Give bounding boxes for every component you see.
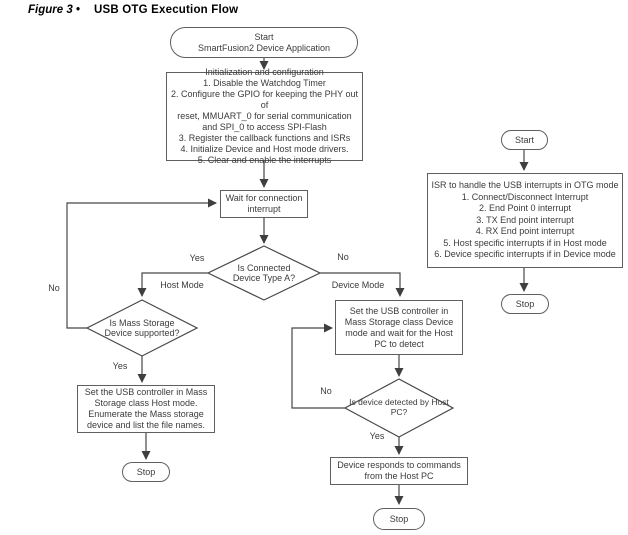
- init-process-box: Initialization and configuration 1. Disa…: [166, 67, 363, 165]
- stop-terminator-device: Stop: [373, 508, 425, 530]
- wait-connection-box: Wait for connection interrupt: [220, 190, 308, 218]
- set-host-mode-box: Set the USB controller in Mass Storage c…: [77, 385, 215, 433]
- feedback-label-no: No: [48, 283, 60, 293]
- diamond-type-a-shape: [206, 245, 322, 301]
- figure-caption: Figure 3 • USB OTG Execution Flow: [28, 4, 238, 16]
- stop-terminator-host: Stop: [122, 462, 170, 482]
- decision-type-a-label: Is Connected Device Type A?: [232, 262, 296, 284]
- diamond-mass-storage-shape: [85, 299, 199, 357]
- device-responds-box: Device responds to commands from the Hos…: [330, 457, 468, 485]
- edge-detect-no-feedback: [291, 323, 345, 409]
- edge-massstorage-no-feedback: [66, 198, 217, 329]
- decision-mass-storage-label: Is Mass Storage Device supported?: [104, 317, 180, 339]
- mass-storage-label-yes: Yes: [112, 361, 128, 371]
- branch-label-yes: Yes: [189, 253, 205, 263]
- start-terminator-main: Start SmartFusion2 Device Application: [170, 27, 358, 58]
- start-terminator-isr: Start: [501, 130, 548, 150]
- decision-detected-label: Is device detected by Host PC?: [349, 396, 449, 418]
- stop-terminator-isr: Stop: [501, 294, 549, 314]
- set-device-mode-box: Set the USB controller in Mass Storage c…: [335, 300, 463, 355]
- diamond-detected-shape: [343, 378, 455, 438]
- edge-typea-yes-to-massstorage: [137, 272, 208, 297]
- branch-label-no: No: [337, 252, 349, 262]
- figure-number: Figure 3 •: [28, 4, 80, 16]
- branch-label-host-mode: Host Mode: [160, 280, 204, 290]
- detected-label-no: No: [320, 386, 332, 396]
- detected-label-yes: Yes: [369, 431, 385, 441]
- figure-title: USB OTG Execution Flow: [93, 4, 239, 16]
- isr-handler-box: ISR to handle the USB interrupts in OTG …: [427, 173, 623, 268]
- branch-label-device-mode: Device Mode: [331, 280, 385, 290]
- edge-typea-no-to-devicebox: [320, 272, 405, 297]
